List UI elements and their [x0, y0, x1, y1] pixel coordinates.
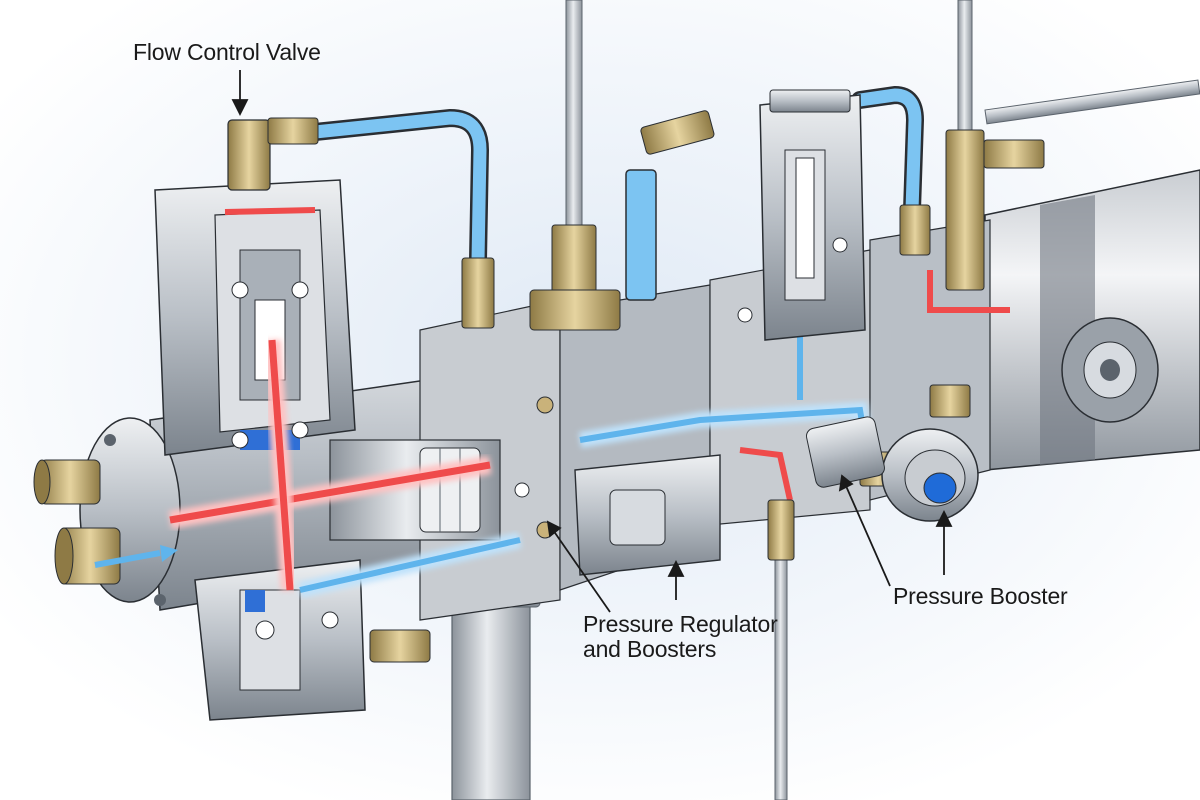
pressure-regulator-module [514, 396, 721, 576]
flow-control-valve-label: Flow Control Valve [133, 39, 321, 65]
regulator-arrowhead-up [667, 559, 685, 577]
right-arrow-icon [94, 545, 178, 568]
callout-leaders [231, 70, 953, 613]
flow-control-valve-text: Flow Control Valve [133, 39, 321, 65]
pressure-booster-unit [805, 416, 979, 522]
regulator-leader-diag [552, 529, 611, 613]
brass-fittings [227, 110, 1045, 561]
pressure-regulator-label: Pressure Regulator and Boosters [583, 611, 778, 663]
blue-gauge-icon [923, 472, 957, 504]
flow-control-valve-block [154, 179, 356, 456]
regulator-tower [759, 89, 866, 341]
flow-control-arrowhead [231, 99, 249, 117]
booster-arrowhead-diag [838, 474, 854, 492]
pressure-booster-text: Pressure Booster [893, 583, 1068, 609]
booster-arrowhead-up [935, 509, 953, 527]
lower-valve-block [194, 559, 431, 721]
regulator-arrowhead-diag [546, 520, 562, 538]
booster-leader-diag [845, 485, 891, 587]
pressure-booster-label: Pressure Booster [893, 583, 1068, 609]
pressure-regulator-text-line1: Pressure Regulator [583, 611, 778, 637]
bolts [231, 237, 848, 629]
pressure-regulator-text-line2: and Boosters [583, 636, 717, 663]
air-tubes [306, 85, 925, 301]
actuator-cylinder [984, 79, 1200, 471]
